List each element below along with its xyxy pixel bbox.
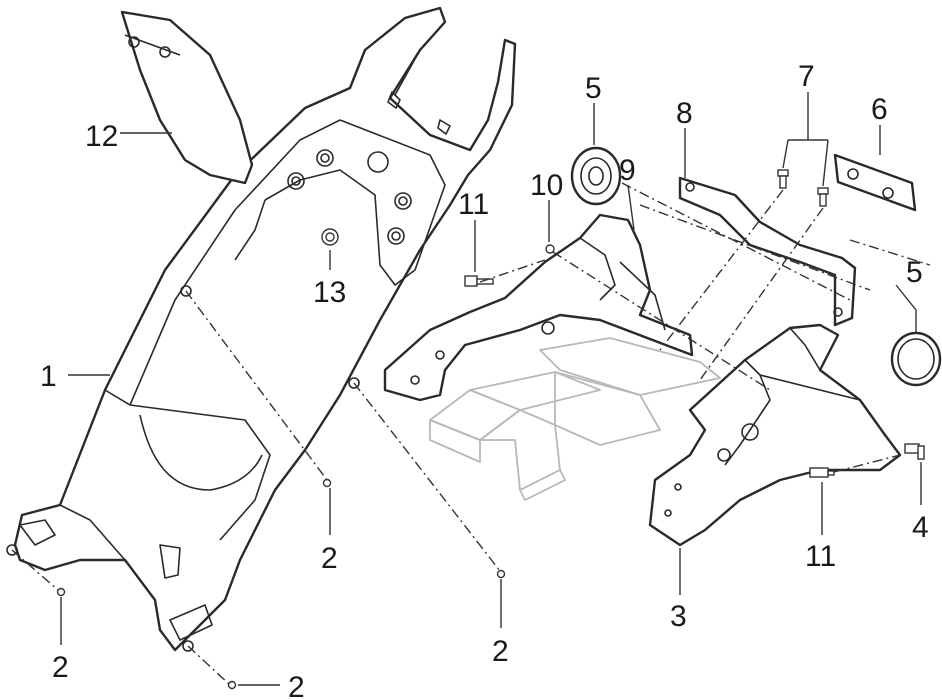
fastener-13 (321, 228, 339, 246)
reflector-plate-part (833, 153, 917, 212)
callout-11-left: 11 (458, 188, 489, 221)
nut-10 (545, 244, 555, 254)
callout-4: 4 (912, 511, 929, 544)
callout-2-bottom-left: 2 (52, 651, 69, 684)
main-undertray-part (6, 6, 517, 652)
callout-2-bottom: 2 (288, 671, 305, 700)
callout-5-right: 5 (906, 256, 923, 289)
callout-5-upper: 5 (585, 72, 602, 105)
callout-2-center: 2 (321, 542, 338, 575)
callout-7: 7 (798, 60, 815, 93)
bar-bracket-part (678, 176, 857, 327)
callout-12: 12 (85, 120, 118, 153)
callout-13: 13 (313, 276, 346, 309)
callout-2-lower-center: 2 (492, 635, 509, 668)
callout-1: 1 (40, 360, 57, 393)
round-reflector-lower (890, 331, 942, 387)
mudguard-part (648, 323, 902, 547)
bolt-11-right (809, 467, 835, 478)
screw-7-left (777, 169, 789, 189)
assembly-axes (11, 182, 931, 685)
callout-3: 3 (670, 600, 687, 633)
splash-shield-part (120, 10, 254, 185)
screw-7-right (817, 187, 829, 207)
callout-9: 9 (619, 154, 636, 187)
callout-labels: 1 2 2 2 2 3 4 5 5 6 7 8 9 10 11 11 12 13 (40, 60, 929, 700)
round-reflector-upper (570, 146, 622, 206)
leader-lines (60, 92, 922, 686)
callout-8: 8 (676, 97, 693, 130)
plate-bracket-part (383, 213, 694, 402)
callout-11-right: 11 (805, 540, 836, 573)
nut-2-instances (56, 478, 506, 690)
callout-10: 10 (530, 169, 563, 202)
reference-frame-ghost (429, 337, 721, 501)
callout-6: 6 (871, 93, 888, 126)
bolt-11-left (464, 275, 494, 287)
bolt-4 (904, 443, 925, 460)
